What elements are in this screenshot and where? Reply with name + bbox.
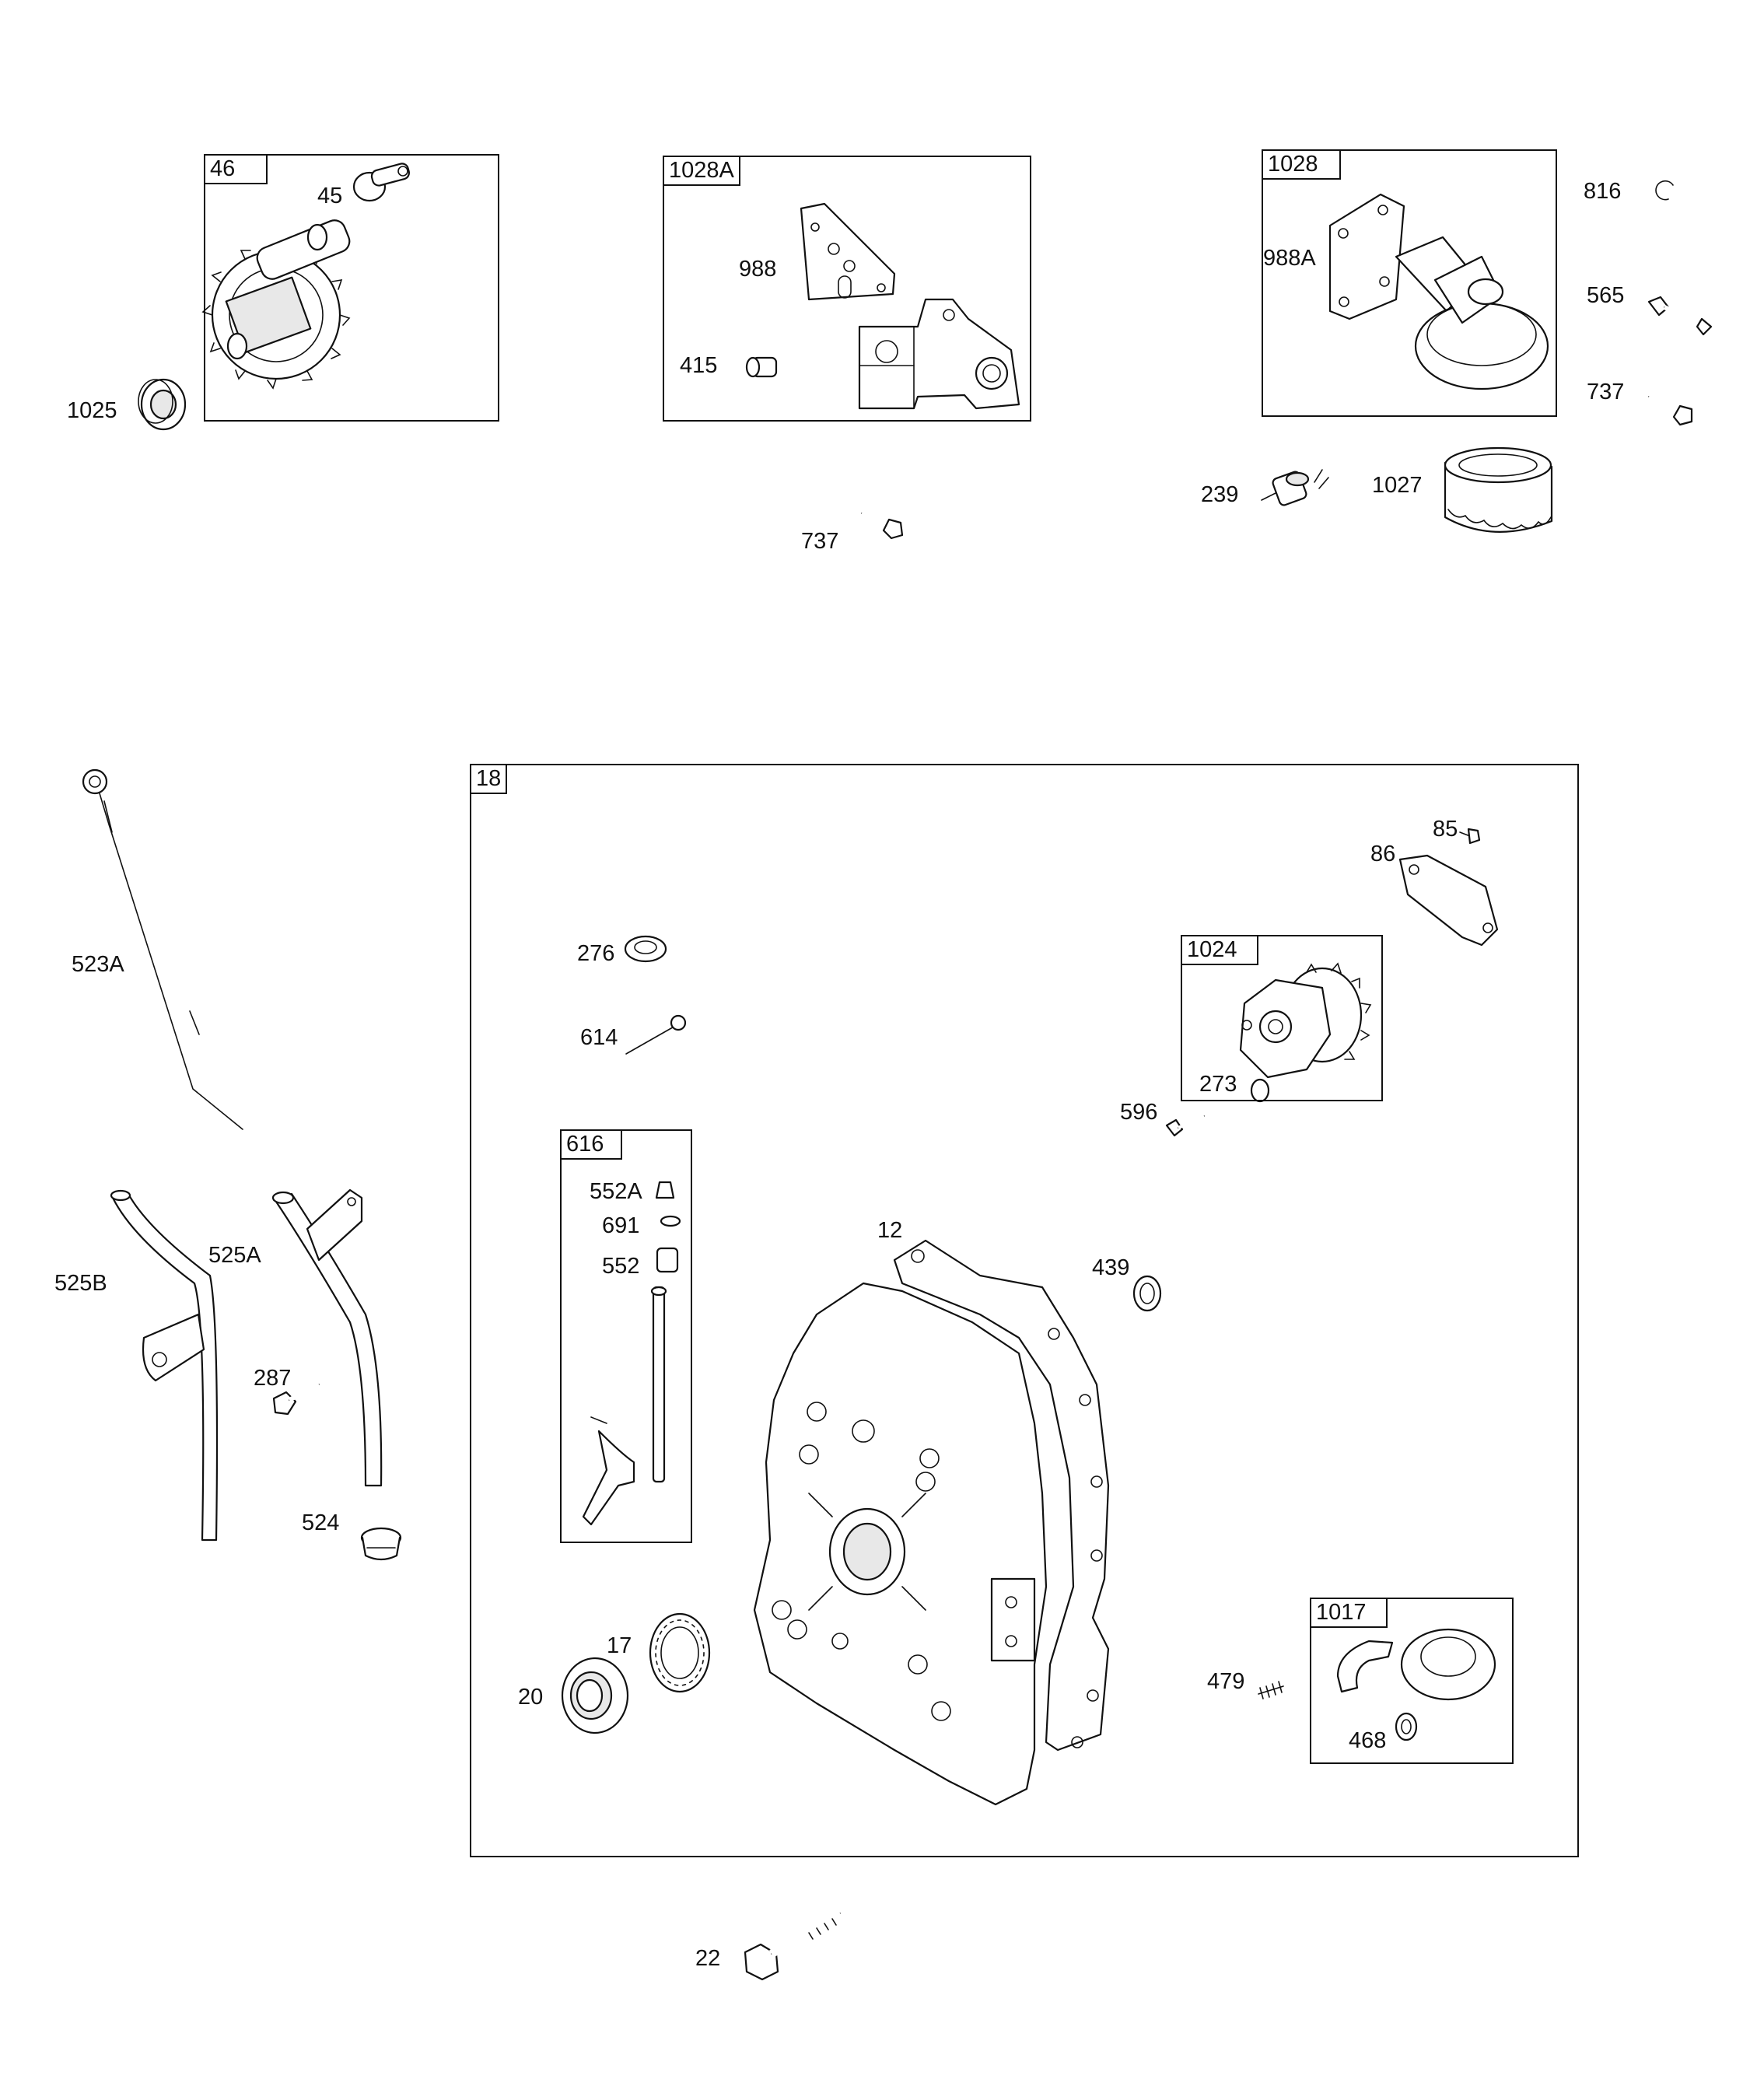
pin-614-drawing — [625, 1014, 687, 1055]
seal-276-drawing — [624, 935, 667, 963]
oil-pickup-drawing — [1328, 193, 1549, 390]
camshaft-gear-drawing — [201, 219, 351, 390]
bolt-596-drawing — [1165, 1115, 1205, 1137]
tube-525B-drawing — [110, 1189, 219, 1542]
box-1028A-frame — [663, 156, 1031, 422]
bearing-17-drawing — [649, 1612, 711, 1693]
part-45-drawing — [352, 163, 411, 202]
callout-20: 20 — [518, 1685, 544, 1710]
callout-1025: 1025 — [67, 398, 117, 423]
box-1024-label: 1024 — [1181, 935, 1258, 965]
plug-524-drawing — [360, 1527, 402, 1561]
callout-1027: 1027 — [1372, 473, 1423, 498]
part-415-drawing — [745, 356, 778, 378]
box-46-label: 46 — [204, 154, 268, 184]
oil-filter-1027-drawing — [1444, 446, 1553, 533]
bolt-565-drawing — [1647, 296, 1713, 336]
bolt-85-drawing — [1459, 828, 1481, 845]
box-46-frame — [204, 154, 499, 422]
oil-pump-housing-drawing — [858, 298, 1020, 410]
callout-273: 273 — [1199, 1072, 1237, 1097]
callout-565: 565 — [1587, 283, 1625, 308]
tube-525A-drawing — [271, 1188, 383, 1487]
breather-1017-drawing — [1336, 1628, 1496, 1701]
oil-pump-1024-drawing — [1239, 962, 1372, 1079]
oring-468-drawing — [1395, 1712, 1418, 1741]
callout-468: 468 — [1349, 1728, 1387, 1753]
callout-439: 439 — [1092, 1255, 1130, 1280]
seal-20-drawing — [561, 1657, 629, 1734]
callout-524: 524 — [302, 1510, 340, 1535]
part-1025-drawing — [138, 378, 187, 431]
box-1024-frame — [1181, 935, 1383, 1101]
callout-239: 239 — [1201, 482, 1239, 507]
callout-816: 816 — [1584, 179, 1622, 204]
callout-525B: 525B — [54, 1271, 107, 1296]
callout-22: 22 — [695, 1946, 721, 1971]
part-816-drawing — [1655, 180, 1674, 201]
oring-273-drawing — [1250, 1078, 1270, 1103]
bolt-737-drawing — [860, 511, 904, 540]
callout-988: 988 — [739, 257, 777, 282]
fitting-479-drawing — [1258, 1681, 1284, 1699]
callout-737-right: 737 — [1587, 380, 1625, 404]
callout-552A: 552A — [590, 1179, 642, 1204]
part-239-sensor-drawing — [1261, 469, 1329, 506]
dipstick-523A-drawing — [82, 768, 243, 1130]
box-18-label: 18 — [470, 764, 508, 794]
box-616-frame — [560, 1129, 692, 1543]
bolt-287-drawing — [272, 1382, 320, 1416]
callout-12: 12 — [877, 1218, 903, 1243]
crankcase-cover-12-drawing — [753, 1239, 1110, 1806]
washer-439-drawing — [1132, 1275, 1162, 1312]
callout-552: 552 — [602, 1254, 640, 1279]
box-1028-label: 1028 — [1262, 149, 1341, 180]
callout-737-center: 737 — [801, 529, 839, 554]
callout-596: 596 — [1120, 1100, 1158, 1125]
callout-276: 276 — [577, 941, 615, 966]
callout-479: 479 — [1207, 1669, 1245, 1694]
box-1028-frame — [1262, 149, 1557, 417]
callout-614: 614 — [580, 1025, 618, 1050]
callout-525A: 525A — [208, 1243, 261, 1268]
box-18-frame — [470, 764, 1579, 1857]
callout-523A: 523A — [72, 952, 124, 977]
callout-85: 85 — [1433, 817, 1458, 842]
box-1017-frame — [1310, 1598, 1514, 1764]
part-988-gasket-drawing — [800, 202, 896, 301]
callout-287: 287 — [254, 1366, 292, 1391]
callout-415: 415 — [680, 353, 718, 378]
bolt-22-drawing — [744, 1909, 842, 1981]
bolt-737-right-drawing — [1647, 394, 1693, 426]
box-616-label: 616 — [560, 1129, 622, 1160]
callout-86: 86 — [1370, 842, 1396, 866]
callout-691: 691 — [602, 1213, 640, 1238]
governor-616-drawing — [582, 1181, 681, 1526]
callout-988A: 988A — [1263, 246, 1316, 271]
cover-86-drawing — [1398, 854, 1499, 947]
box-1028A-label: 1028A — [663, 156, 740, 186]
box-1017-label: 1017 — [1310, 1598, 1388, 1628]
callout-45: 45 — [317, 184, 343, 208]
callout-17: 17 — [607, 1633, 632, 1658]
